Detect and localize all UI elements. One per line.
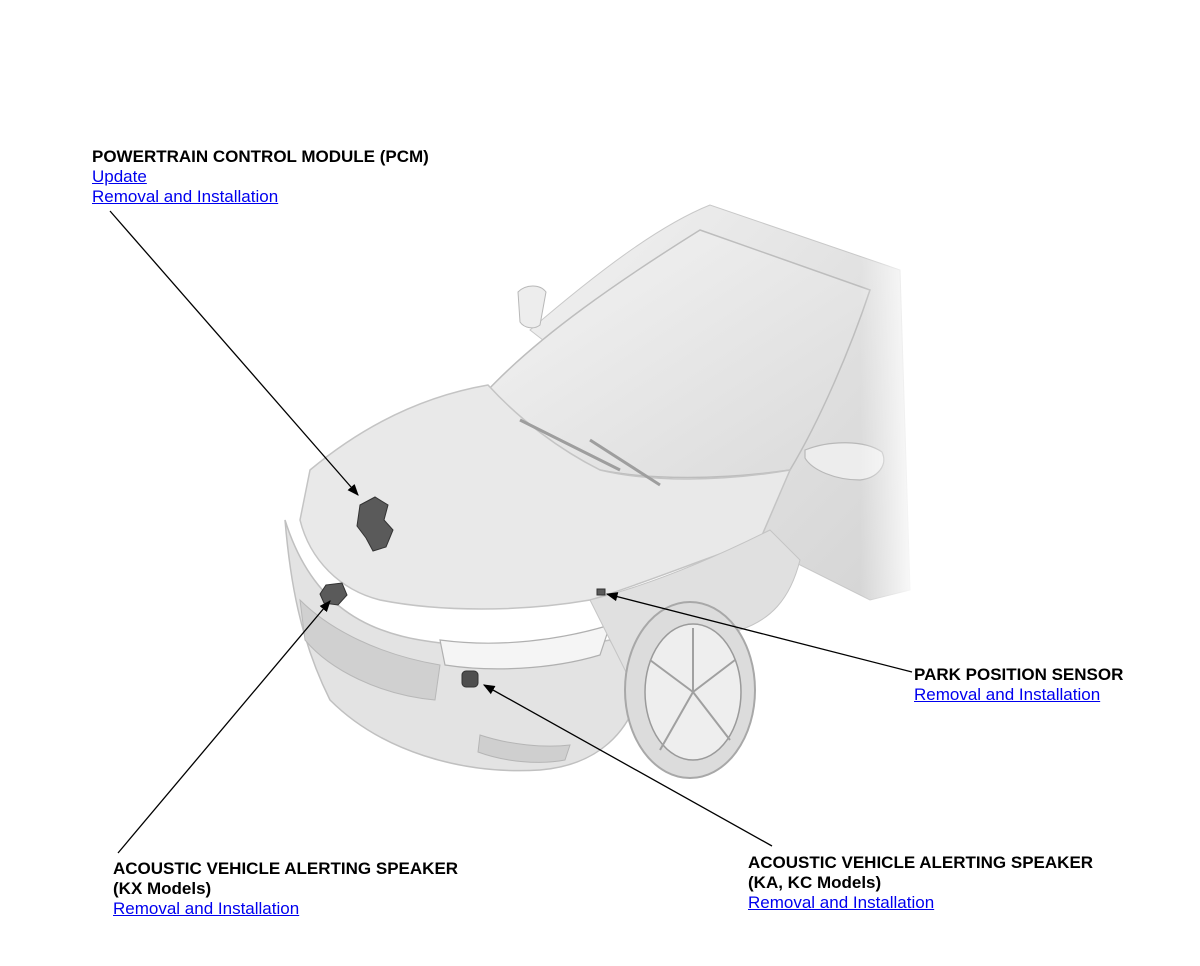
park-position-sensor-callout: PARK POSITION SENSOR Removal and Install… xyxy=(914,665,1123,705)
avas-ka-kc-removal-installation-link[interactable]: Removal and Installation xyxy=(748,893,935,912)
car-grille xyxy=(299,598,441,701)
pcm-update-link[interactable]: Update xyxy=(92,167,147,186)
pcm-leader-line xyxy=(109,210,359,496)
park-position-sensor-component xyxy=(596,588,606,596)
avas-kx-removal-installation-link[interactable]: Removal and Installation xyxy=(113,899,300,918)
avas-ka-kc-title: ACOUSTIC VEHICLE ALERTING SPEAKER xyxy=(748,853,1094,872)
car-left-mirror xyxy=(517,285,547,329)
avas-kx-callout: ACOUSTIC VEHICLE ALERTING SPEAKER (KX Mo… xyxy=(113,859,458,919)
pcm-removal-installation-link[interactable]: Removal and Installation xyxy=(92,187,279,206)
park-position-sensor-title: PARK POSITION SENSOR xyxy=(914,665,1124,684)
car-wiper xyxy=(519,418,621,472)
car-wiper xyxy=(589,438,661,487)
pcm-title: POWERTRAIN CONTROL MODULE (PCM) xyxy=(92,147,429,166)
pcm-component xyxy=(356,496,394,552)
car-fade-overlay xyxy=(860,200,920,620)
avas-ka-kc-subtitle: (KA, KC Models) xyxy=(748,873,882,892)
avas-kx-leader-line xyxy=(117,600,331,854)
avas-kx-subtitle: (KX Models) xyxy=(113,879,212,898)
pcm-callout: POWERTRAIN CONTROL MODULE (PCM) Update R… xyxy=(92,147,429,207)
park-position-sensor-removal-installation-link[interactable]: Removal and Installation xyxy=(914,685,1101,704)
car-rim-spokes xyxy=(649,628,736,751)
avas-kx-title: ACOUSTIC VEHICLE ALERTING SPEAKER xyxy=(113,859,459,878)
avas-ka-kc-leader-line xyxy=(482,684,773,847)
car-illustration xyxy=(284,200,920,779)
avas-ka-kc-speaker xyxy=(461,670,479,688)
park-position-sensor-leader-line xyxy=(605,592,913,673)
car-headlight xyxy=(439,624,611,670)
avas-kx-speaker xyxy=(319,582,348,606)
avas-ka-kc-callout: ACOUSTIC VEHICLE ALERTING SPEAKER (KA, K… xyxy=(748,853,1093,913)
car-lower-intake xyxy=(477,734,571,763)
